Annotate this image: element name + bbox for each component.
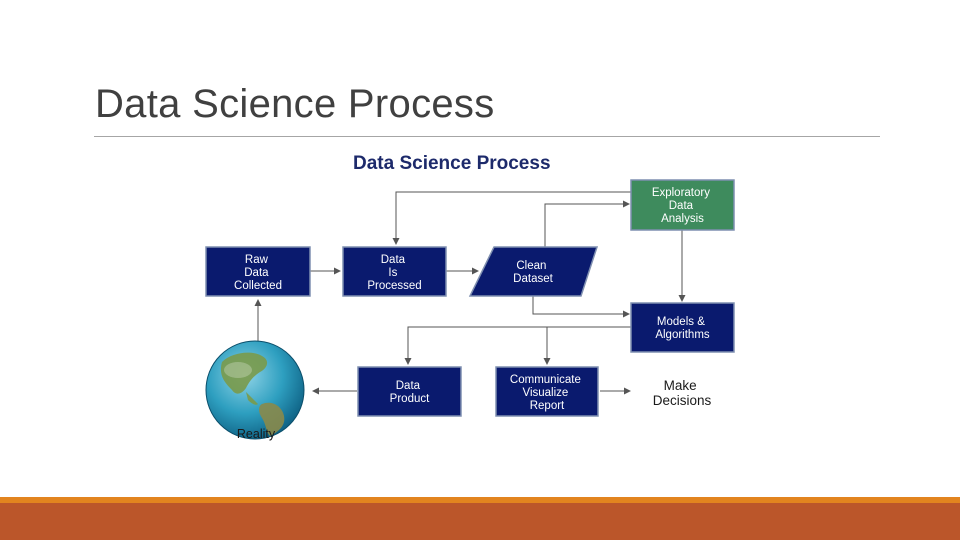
slide-title: Data Science Process xyxy=(95,82,495,126)
node-communicate-visualize-report: Communicate Visualize Report xyxy=(495,366,599,417)
node-label-line: Algorithms xyxy=(655,329,710,341)
node-label-line: Data xyxy=(669,200,694,212)
node-data-is-processed: Data Is Processed xyxy=(342,246,447,297)
node-label-line: Processed xyxy=(367,280,421,292)
node-clean-dataset: Clean Dataset xyxy=(468,246,599,297)
node-label-line: Communicate xyxy=(510,374,581,386)
node-label-line: Data xyxy=(396,380,421,392)
svg-text:Communicate Visualize: Communicate Visualize Report xyxy=(510,374,584,412)
node-label-line: Analysis xyxy=(661,213,704,225)
node-label-line: Clean xyxy=(516,260,546,272)
node-data-product: Data Product xyxy=(357,366,462,417)
svg-text:Exploratory Data A: Exploratory Data Analysis xyxy=(652,187,713,225)
reality-label: Reality xyxy=(237,427,276,441)
node-label-line: Visualize xyxy=(522,387,568,399)
node-label-line: Is xyxy=(388,267,397,279)
node-raw-data-collected: Raw Data Collected xyxy=(205,246,311,297)
svg-text:Clean Dataset: Clean Dataset xyxy=(513,260,553,285)
decisions-label-line: Make xyxy=(664,378,697,393)
footer-accent-line xyxy=(0,497,960,503)
node-exploratory-data-analysis: Exploratory Data Analysis xyxy=(630,179,735,231)
svg-text:Raw Data Collected: Raw Data Collected xyxy=(234,254,282,292)
diagram-heading: Data Science Process xyxy=(353,153,551,174)
node-models-algorithms: Models & Algorithms xyxy=(630,302,735,353)
arrow-models-to-product xyxy=(404,326,631,365)
node-label-line: Exploratory xyxy=(652,187,710,199)
arrow-eda-to-processed xyxy=(392,191,631,245)
footer-bar xyxy=(0,503,960,540)
globe-icon xyxy=(205,340,305,440)
node-label-line: Models & xyxy=(657,316,705,328)
data-science-process-diagram: Data Science Process Raw Data Collected xyxy=(205,153,735,441)
node-label-line: Data xyxy=(381,254,406,266)
svg-text:Data Is Processed: Data Is Processed xyxy=(367,254,421,292)
node-label-line: Data xyxy=(244,267,269,279)
title-divider xyxy=(94,136,880,137)
decisions-label-line: Decisions xyxy=(653,393,712,408)
node-label-line: Product xyxy=(390,393,430,405)
node-label-line: Report xyxy=(530,400,565,412)
arrow-clean-to-eda xyxy=(544,200,630,247)
arrow-clean-to-models xyxy=(532,296,630,318)
svg-text:Data Product: Data Product xyxy=(390,380,430,405)
connectors xyxy=(254,191,686,395)
node-label-line: Collected xyxy=(234,280,282,292)
svg-text:Models & Algorithms: Models & Algorithms xyxy=(655,316,710,341)
svg-text:Make Decisions: Make Decisions xyxy=(653,378,712,408)
node-label-line: Raw xyxy=(245,254,269,266)
label-make-decisions: Make Decisions xyxy=(653,378,712,408)
node-label-line: Dataset xyxy=(513,273,553,285)
